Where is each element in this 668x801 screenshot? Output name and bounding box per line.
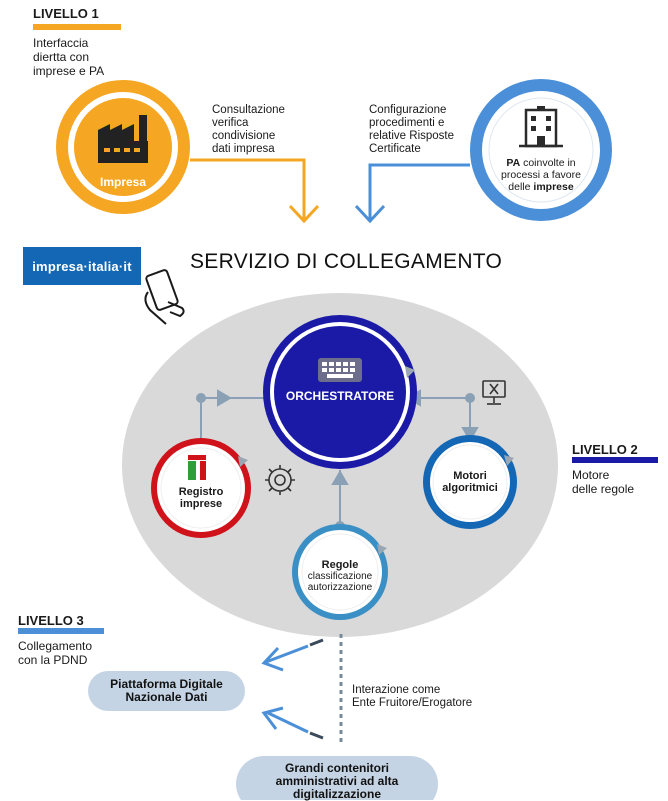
orchestratore-circle bbox=[263, 315, 417, 469]
configurazione-text: Configurazione procedimenti e relative R… bbox=[369, 104, 455, 155]
interazione-text: Interazione come Ente Fruitore/Erogatore bbox=[352, 684, 473, 709]
registro-circle bbox=[151, 438, 251, 538]
level2-bar bbox=[572, 457, 658, 463]
impresa-label: Impresa bbox=[99, 175, 147, 189]
motori-circle bbox=[423, 435, 517, 529]
impresa-arrow bbox=[190, 158, 320, 224]
regole-label: Regole classificazione autorizzazione bbox=[307, 559, 373, 594]
motori-label: Motori algoritmici bbox=[442, 470, 498, 494]
regole-circle bbox=[292, 524, 388, 620]
pdnd-pill bbox=[88, 671, 245, 711]
building-icon bbox=[519, 106, 563, 148]
level3-description: Collegamento con la PDND bbox=[18, 639, 93, 667]
pa-circle bbox=[470, 79, 612, 221]
consultazione-text: Consultazione verifica condivisione dati… bbox=[212, 104, 285, 155]
level3-bar bbox=[18, 628, 104, 634]
grandi-label: Grandi contenitori amministrativi ad alt… bbox=[275, 761, 399, 801]
level2-title: LIVELLO 2 bbox=[572, 442, 638, 457]
pdnd-label: Piattaforma Digitale Nazionale Dati bbox=[110, 677, 223, 704]
level3-title: LIVELLO 3 bbox=[18, 613, 84, 628]
gear-icon bbox=[265, 465, 295, 495]
orchestratore-label: ORCHESTRATORE bbox=[285, 389, 395, 403]
level1-bar bbox=[33, 24, 121, 30]
monitor-icon bbox=[482, 380, 506, 405]
pa-arrow bbox=[354, 163, 470, 224]
pdnd-arrow bbox=[261, 638, 324, 672]
level2-description: Motore delle regole bbox=[572, 468, 635, 496]
level1-title: LIVELLO 1 bbox=[33, 6, 99, 21]
factory-icon bbox=[98, 115, 148, 163]
level1-description: Interfaccia diertta con imprese e PA bbox=[33, 36, 105, 78]
impresa-italia-logo[interactable]: impresa·italia·it bbox=[23, 247, 141, 285]
registro-label: Registro imprese bbox=[178, 486, 224, 510]
grandi-pill bbox=[236, 756, 438, 800]
registro-logo-icon bbox=[188, 455, 206, 480]
pa-text: PA coinvolte in processi a favore delle … bbox=[501, 157, 581, 193]
keyboard-icon bbox=[318, 358, 362, 382]
phone-hand-icon bbox=[144, 269, 185, 325]
grandi-arrow bbox=[261, 706, 324, 740]
service-title: SERVIZIO DI COLLEGAMENTO bbox=[190, 250, 503, 273]
